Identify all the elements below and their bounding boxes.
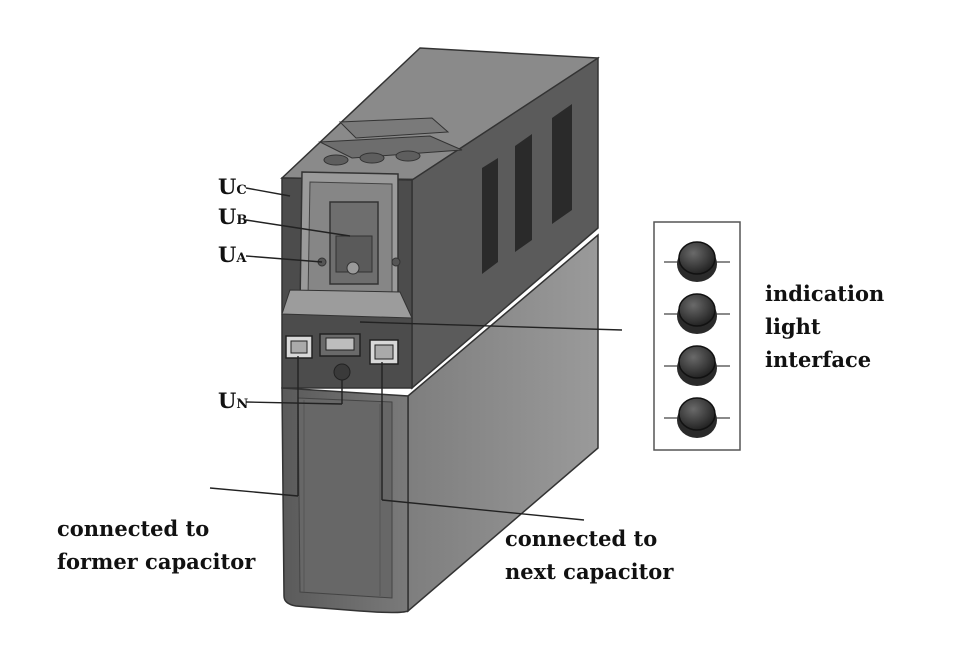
indication-light-2 (664, 293, 730, 334)
neutral-terminal (333, 363, 351, 381)
next-capacitor-label: connected to next capacitor (505, 526, 674, 584)
indication-light-4 (664, 397, 730, 438)
label-ub: UB (218, 204, 248, 229)
leader-lines (209, 187, 623, 521)
label-un: UN (218, 388, 249, 413)
indication-light-1 (664, 241, 730, 282)
label-ua: UA (218, 242, 247, 267)
indication-light-panel (653, 221, 741, 451)
label-uc: UC (218, 174, 248, 199)
former-capacitor-label: connected to former capacitor (57, 516, 256, 574)
indication-light-label: indication light interface (765, 281, 885, 372)
indication-light-3 (664, 345, 730, 386)
terminal-housing (280, 47, 600, 390)
capacitor-case (281, 233, 599, 614)
